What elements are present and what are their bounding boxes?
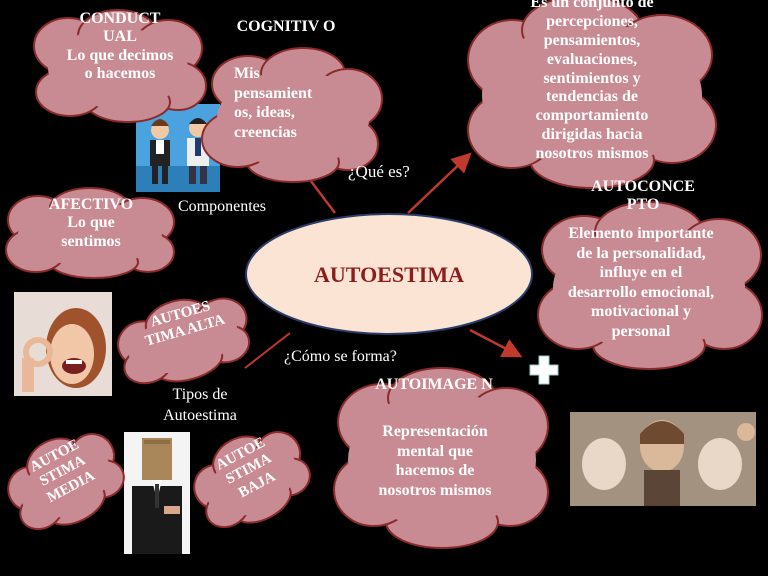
cloud-shape xyxy=(117,297,251,385)
conductual-body: Lo que decimos o hacemos xyxy=(66,46,174,83)
cloud-shape xyxy=(7,433,125,531)
afectivo-node: AFECTIVO Lo que sentimos xyxy=(2,186,180,279)
cloud-shape xyxy=(537,201,763,370)
arrow-to-types xyxy=(244,332,291,369)
afectivo-title: AFECTIVO xyxy=(48,196,134,213)
conductual-node: CONDUCT UAL Lo que decimos o hacemos xyxy=(28,6,208,124)
cloud-shape xyxy=(201,47,383,183)
types-label-line1: Tipos de xyxy=(172,386,228,403)
cloud-shape xyxy=(33,9,207,123)
office-people-image xyxy=(136,104,220,192)
cognitivo-title: COGNITIV O xyxy=(236,18,336,35)
baja-node: AUTOE STIMA BAJA xyxy=(190,428,311,529)
autoimagen-body: Representación mental que hacemos de nos… xyxy=(378,423,492,499)
paper-bag-man-image xyxy=(124,432,190,554)
cognitivo-node xyxy=(198,44,388,184)
conductual-title: CONDUCT UAL xyxy=(79,10,161,46)
center-ellipse xyxy=(245,213,533,335)
arrow-to-definition xyxy=(407,152,472,214)
cloud-shape xyxy=(467,0,717,189)
question-what: ¿Qué es? xyxy=(348,162,410,181)
types-label: Tipos de Autoestima xyxy=(150,385,250,427)
media-node: AUTOE STIMA MEDIA xyxy=(4,430,125,531)
autoconcepto-title: AUTOCONCE PTO xyxy=(591,178,695,214)
alta-node: AUTOES TIMA ALTA xyxy=(112,292,254,385)
autoconcepto-body: Elemento importante de la personalidad, … xyxy=(567,225,715,340)
center-node: AUTOESTIMA xyxy=(244,212,534,336)
cloud-shape xyxy=(333,367,549,549)
question-how: ¿Cómo se forma? xyxy=(284,348,397,365)
autoconcepto-node xyxy=(534,200,764,370)
cloud-shape xyxy=(193,431,311,529)
autoimagen-title: AUTOIMAGE N xyxy=(375,376,493,393)
women-masks-image xyxy=(570,412,756,506)
components-label: Componentes xyxy=(178,198,266,215)
types-label-line2: Autoestima xyxy=(163,406,237,424)
autoimagen-node: AUTOIMAGE N Representación mental que ha… xyxy=(330,364,554,550)
cognitivo-body: Mis pensamient os, ideas, creencias xyxy=(234,65,313,141)
plus-icon xyxy=(528,354,560,386)
center-title: AUTOESTIMA xyxy=(314,262,464,287)
definition-body: Es un conjunto de percepciones, pensamie… xyxy=(530,0,654,162)
cloud-shape xyxy=(5,187,175,279)
afectivo-body: Lo que sentimos xyxy=(61,214,121,250)
laughing-woman-image xyxy=(14,292,112,396)
definition-node: Es un conjunto de percepciones, pensamie… xyxy=(462,0,722,190)
arrow-to-autoconcepto xyxy=(469,328,523,358)
